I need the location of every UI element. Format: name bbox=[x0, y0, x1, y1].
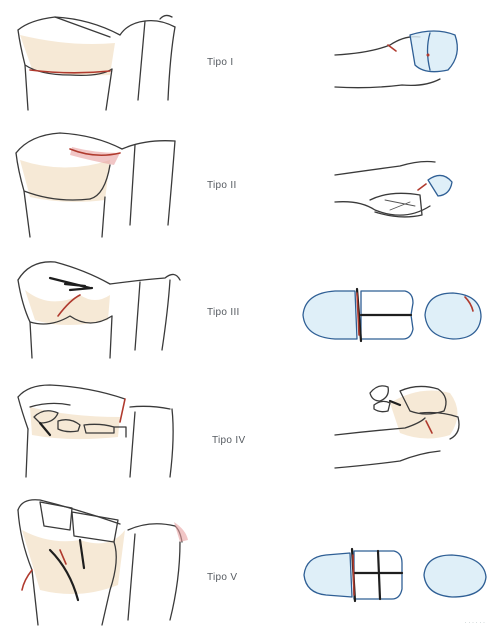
wrist-lateral-illustration-3 bbox=[10, 250, 185, 360]
signature-text: · · · · · · bbox=[465, 620, 485, 626]
row-tipo-5: Tipo V bbox=[0, 485, 495, 632]
wrist-lateral-illustration-5 bbox=[10, 490, 195, 630]
type-label-1: Tipo I bbox=[207, 57, 233, 68]
row-tipo-3: Tipo III bbox=[0, 245, 495, 365]
wrist-frontal-illustration-2 bbox=[330, 140, 470, 240]
type-label-3: Tipo III bbox=[207, 307, 240, 318]
row-tipo-2: Tipo II bbox=[0, 120, 495, 245]
wrist-frontal-illustration-5 bbox=[298, 545, 493, 605]
row-tipo-4: Tipo IV bbox=[0, 365, 495, 485]
type-label-5: Tipo V bbox=[207, 572, 237, 583]
wrist-frontal-illustration-4 bbox=[330, 373, 480, 483]
wrist-lateral-illustration-4 bbox=[10, 377, 190, 482]
wrist-lateral-illustration-1 bbox=[10, 5, 185, 115]
type-label-2: Tipo II bbox=[207, 180, 237, 191]
row-tipo-1: Tipo I bbox=[0, 0, 495, 120]
wrist-frontal-illustration-3 bbox=[295, 285, 490, 345]
type-label-4: Tipo IV bbox=[212, 435, 245, 446]
wrist-lateral-illustration-2 bbox=[10, 125, 185, 240]
wrist-frontal-illustration-1 bbox=[330, 15, 470, 110]
